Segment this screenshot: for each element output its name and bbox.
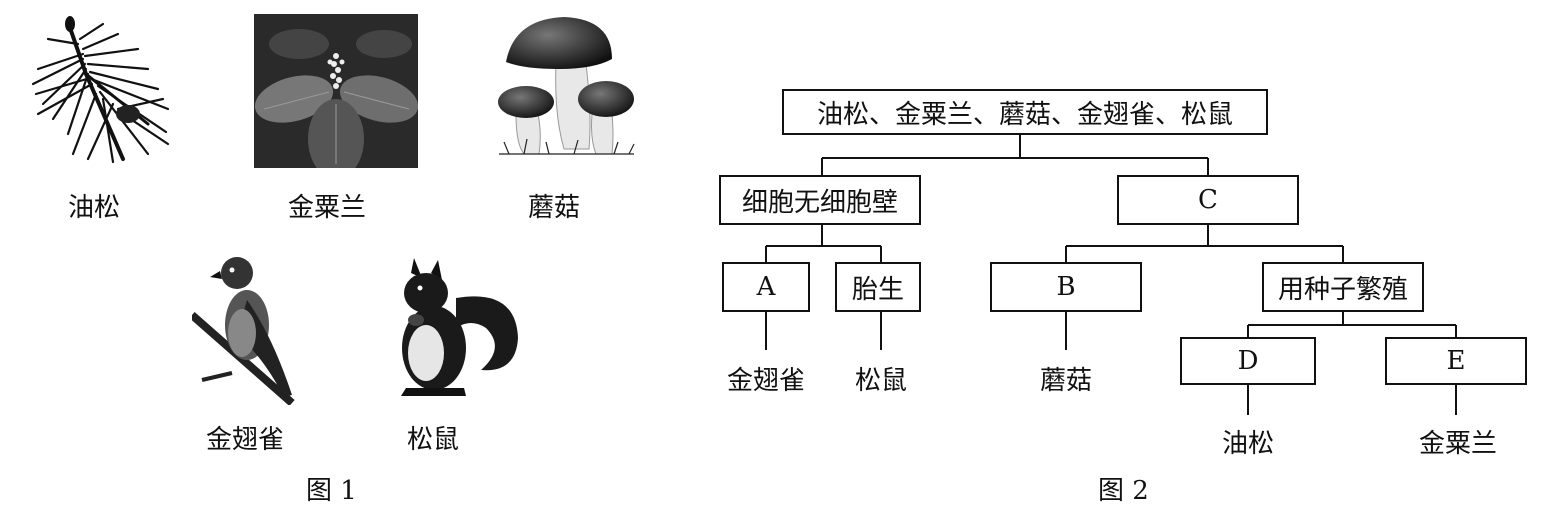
node-c: C [1117, 175, 1299, 225]
no-cell-wall-node: 细胞无细胞壁 [719, 175, 921, 225]
leaf-squirrel: 松鼠 [854, 366, 908, 396]
finch-label: 金翅雀 [206, 425, 285, 455]
leaf-pine: 油松 [1221, 429, 1275, 459]
root-node: 油松、金粟兰、蘑菇、金翅雀、松鼠 [782, 89, 1268, 135]
mushroom-icon [498, 17, 635, 155]
leaf-mushroom: 蘑菇 [1039, 366, 1093, 396]
seed-reproduction-node: 用种子繁殖 [1262, 262, 1424, 312]
leaf-finch: 金翅雀 [726, 366, 806, 396]
squirrel-label: 松鼠 [407, 425, 460, 455]
pine-label: 油松 [68, 193, 121, 223]
chloranthus-plant-icon [254, 14, 418, 168]
node-b: B [990, 262, 1142, 312]
leaf-chloranthus: 金粟兰 [1418, 429, 1498, 459]
node-d: D [1180, 337, 1316, 385]
finch-icon [192, 257, 295, 405]
chloranthus-label: 金粟兰 [288, 193, 367, 223]
pine-branch-icon [31, 16, 170, 164]
viviparous-node: 胎生 [835, 262, 921, 312]
mushroom-label: 蘑菇 [528, 193, 581, 223]
node-a: A [722, 262, 810, 312]
figure-2-caption: 图 2 [1098, 476, 1149, 506]
node-e: E [1385, 337, 1527, 385]
figure-1-caption: 图 1 [306, 476, 357, 506]
squirrel-icon [401, 258, 518, 396]
